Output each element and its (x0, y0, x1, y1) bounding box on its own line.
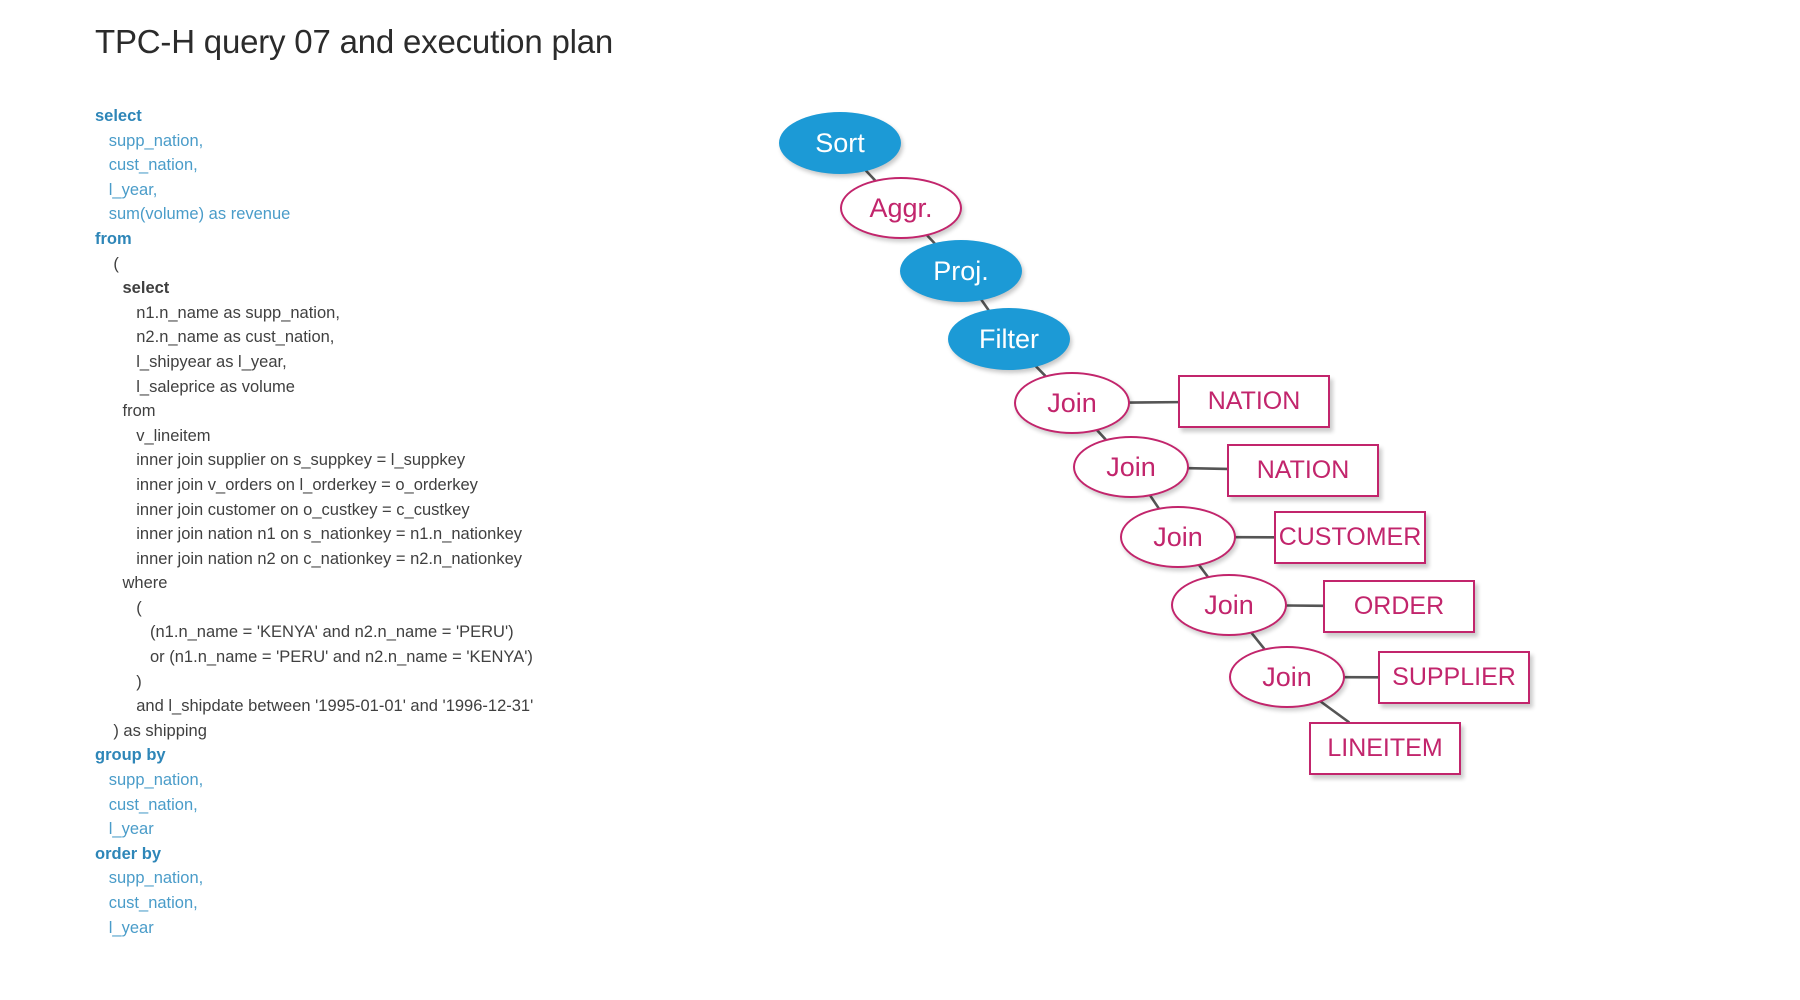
sql-line: inner join nation n1 on s_nationkey = n1… (95, 522, 735, 547)
plan-edge-aggr-to-proj (928, 236, 935, 243)
plan-node-label: Sort (815, 130, 865, 157)
plan-node-lineitem[interactable]: LINEITEM (1309, 722, 1461, 775)
plan-node-join3[interactable]: Join (1120, 506, 1236, 568)
plan-node-label: LINEITEM (1327, 736, 1442, 761)
plan-node-label: Join (1047, 390, 1097, 417)
sql-line: cust_nation, (95, 793, 735, 818)
sql-line: ( (95, 252, 735, 277)
plan-node-join1[interactable]: Join (1014, 372, 1130, 434)
plan-node-customer[interactable]: CUSTOMER (1274, 511, 1426, 564)
plan-node-join5[interactable]: Join (1229, 646, 1345, 708)
plan-node-label: NATION (1257, 458, 1350, 483)
plan-node-label: NATION (1208, 389, 1301, 414)
sql-line: ) (95, 670, 735, 695)
sql-line: supp_nation, (95, 866, 735, 891)
sql-line: l_year (95, 817, 735, 842)
sql-line: inner join customer on o_custkey = c_cus… (95, 498, 735, 523)
sql-line: l_year (95, 916, 735, 941)
plan-node-join4[interactable]: Join (1171, 574, 1287, 636)
sql-query-code-block: select supp_nation, cust_nation, l_year,… (95, 104, 735, 940)
sql-line: select (95, 104, 735, 129)
sql-line: ( (95, 596, 735, 621)
sql-line: n2.n_name as cust_nation, (95, 325, 735, 350)
plan-edge-join3-to-join4 (1200, 566, 1208, 576)
plan-edge-join5-to-lineitem (1321, 702, 1348, 722)
plan-node-nation2[interactable]: NATION (1227, 444, 1379, 497)
sql-line: cust_nation, (95, 153, 735, 178)
sql-line: inner join supplier on s_suppkey = l_sup… (95, 448, 735, 473)
sql-line: or (n1.n_name = 'PERU' and n2.n_name = '… (95, 645, 735, 670)
sql-line: l_year, (95, 178, 735, 203)
sql-line: ) as shipping (95, 719, 735, 744)
sql-line: and l_shipdate between '1995-01-01' and … (95, 694, 735, 719)
sql-line: inner join v_orders on l_orderkey = o_or… (95, 473, 735, 498)
sql-line: n1.n_name as supp_nation, (95, 301, 735, 326)
plan-node-sort[interactable]: Sort (779, 112, 901, 174)
plan-node-label: Join (1204, 592, 1254, 619)
plan-node-label: Join (1262, 664, 1312, 691)
plan-edge-join4-to-join5 (1252, 633, 1264, 648)
plan-edge-join1-to-join2 (1098, 431, 1106, 439)
plan-edge-sort-to-aggr (866, 171, 874, 180)
plan-edge-join2-to-join3 (1151, 496, 1159, 508)
page-title: TPC-H query 07 and execution plan (95, 23, 613, 61)
plan-node-label: Aggr. (869, 195, 932, 222)
plan-node-aggr[interactable]: Aggr. (840, 177, 962, 239)
sql-line: group by (95, 743, 735, 768)
plan-node-order[interactable]: ORDER (1323, 580, 1475, 633)
plan-node-label: SUPPLIER (1392, 665, 1516, 690)
plan-node-nation1[interactable]: NATION (1178, 375, 1330, 428)
plan-node-label: ORDER (1354, 594, 1444, 619)
sql-line: from (95, 227, 735, 252)
sql-line: supp_nation, (95, 129, 735, 154)
sql-line: select (95, 276, 735, 301)
sql-line: sum(volume) as revenue (95, 202, 735, 227)
sql-line: inner join nation n2 on c_nationkey = n2… (95, 547, 735, 572)
plan-node-proj[interactable]: Proj. (900, 240, 1022, 302)
plan-node-join2[interactable]: Join (1073, 436, 1189, 498)
sql-line: l_shipyear as l_year, (95, 350, 735, 375)
plan-node-label: Join (1106, 454, 1156, 481)
sql-line: l_saleprice as volume (95, 375, 735, 400)
plan-edge-join2-to-nation2 (1189, 468, 1227, 469)
sql-line: from (95, 399, 735, 424)
plan-node-label: Proj. (933, 258, 989, 285)
sql-line: where (95, 571, 735, 596)
plan-node-filter[interactable]: Filter (948, 308, 1070, 370)
plan-node-label: Filter (979, 326, 1039, 353)
sql-line: (n1.n_name = 'KENYA' and n2.n_name = 'PE… (95, 620, 735, 645)
plan-node-label: CUSTOMER (1279, 525, 1422, 550)
plan-edge-filter-to-join1 (1036, 367, 1045, 376)
sql-line: order by (95, 842, 735, 867)
plan-node-label: Join (1153, 524, 1203, 551)
sql-line: v_lineitem (95, 424, 735, 449)
plan-node-supplier[interactable]: SUPPLIER (1378, 651, 1530, 704)
sql-line: supp_nation, (95, 768, 735, 793)
sql-line: cust_nation, (95, 891, 735, 916)
plan-edge-proj-to-filter (982, 300, 989, 310)
